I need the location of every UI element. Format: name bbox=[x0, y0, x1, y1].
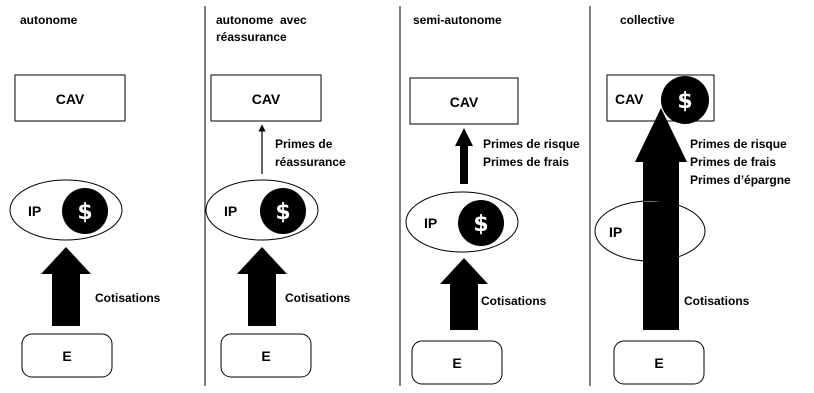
cav-label: CAV bbox=[615, 91, 644, 107]
dollar-coin-icon: $ bbox=[62, 188, 108, 234]
cav-box bbox=[409, 77, 519, 125]
premium-arrow bbox=[455, 128, 473, 184]
cav-label: CAV bbox=[56, 91, 85, 107]
dollar-coin-icon: $ bbox=[661, 76, 709, 124]
employer-box bbox=[21, 333, 113, 378]
upper-arrow-label: Primes de bbox=[275, 137, 333, 151]
contributions-arrow bbox=[440, 258, 488, 330]
panel-autonome-reassurance: autonome avec réassurance CAV Primes de … bbox=[205, 13, 351, 378]
panel-title: collective bbox=[620, 13, 675, 27]
employer-box bbox=[411, 340, 503, 385]
employer-label: E bbox=[452, 355, 461, 371]
contributions-label: Cotisations bbox=[684, 294, 750, 308]
cav-label: CAV bbox=[450, 94, 479, 110]
upper-arrow-label: Primes de risque bbox=[690, 137, 787, 151]
contributions-arrow bbox=[237, 247, 287, 326]
employer-box bbox=[613, 340, 705, 385]
ip-label: IP bbox=[609, 224, 622, 240]
ip-label: IP bbox=[224, 203, 237, 219]
dollar-coin-icon: $ bbox=[458, 200, 504, 246]
cav-box bbox=[14, 74, 126, 122]
contributions-arrow bbox=[41, 247, 91, 326]
employer-label: E bbox=[261, 348, 270, 364]
cav-box bbox=[210, 74, 322, 122]
cav-label: CAV bbox=[252, 91, 281, 107]
panel-title-line: autonome avec bbox=[216, 13, 307, 27]
contributions-label: Cotisations bbox=[285, 291, 351, 305]
panel-title: autonome bbox=[20, 13, 78, 27]
panel-title-line: réassurance bbox=[216, 30, 287, 44]
employer-box bbox=[220, 333, 312, 378]
panel-title: semi-autonome bbox=[413, 13, 502, 27]
upper-arrow-label: réassurance bbox=[275, 155, 346, 169]
arrow-through-ip bbox=[643, 202, 679, 261]
contributions-label: Cotisations bbox=[481, 294, 547, 308]
employer-label: E bbox=[654, 355, 663, 371]
employer-label: E bbox=[62, 348, 71, 364]
svg-text:$: $ bbox=[473, 212, 488, 237]
ip-label: IP bbox=[424, 215, 437, 231]
contributions-label: Cotisations bbox=[95, 291, 161, 305]
dollar-coin-icon: $ bbox=[260, 188, 306, 234]
ip-label: IP bbox=[28, 203, 41, 219]
upper-arrow-label: Primes de risque bbox=[483, 137, 580, 151]
upper-arrow-label: Primes de frais bbox=[483, 155, 569, 169]
svg-text:$: $ bbox=[677, 89, 692, 114]
svg-text:$: $ bbox=[77, 200, 92, 225]
svg-text:$: $ bbox=[275, 200, 290, 225]
panel-semi-autonome: semi-autonome CAV Primes de risque Prime… bbox=[405, 13, 580, 385]
upper-arrow-label: Primes d’épargne bbox=[690, 173, 791, 187]
panel-autonome: autonome CAV IP $ Cotisations E bbox=[9, 13, 161, 378]
upper-arrow-label: Primes de frais bbox=[690, 155, 776, 169]
panel-collective: collective CAV $ Primes de risque Primes… bbox=[594, 13, 791, 385]
